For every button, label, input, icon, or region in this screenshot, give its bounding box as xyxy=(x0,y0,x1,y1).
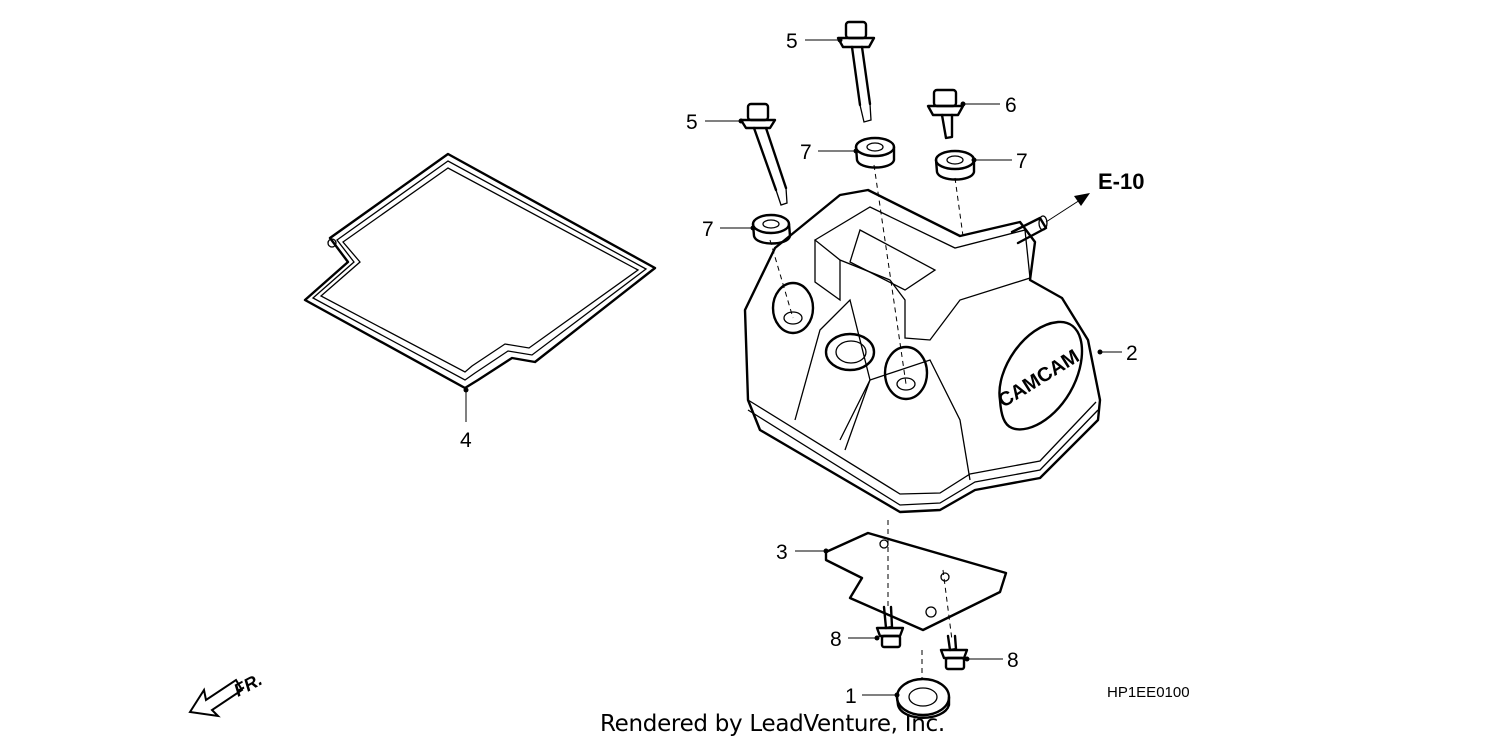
callout-8b: 8 xyxy=(964,649,1019,672)
reference-e10[interactable]: E-10 xyxy=(1045,169,1144,223)
render-credit: Rendered by LeadVenture, Inc. xyxy=(600,711,945,737)
svg-text:FR.: FR. xyxy=(230,669,265,700)
front-arrow-icon xyxy=(188,678,244,718)
bracket-plate[interactable] xyxy=(824,531,1008,632)
svg-text:7: 7 xyxy=(800,141,812,164)
rubber-washer-left[interactable] xyxy=(751,213,792,245)
reference-arrow-icon xyxy=(1074,193,1090,206)
callout-1: 1 xyxy=(845,685,900,708)
callout-5a: 5 xyxy=(686,111,744,134)
long-bolt-center[interactable] xyxy=(836,20,876,123)
small-bolt-left[interactable] xyxy=(875,605,905,649)
svg-text:E-10: E-10 xyxy=(1098,169,1144,194)
svg-text:7: 7 xyxy=(702,218,714,241)
svg-text:1: 1 xyxy=(845,685,857,708)
cylinder-head-cover[interactable]: CAMCAM xyxy=(743,188,1102,514)
callout-6: 6 xyxy=(960,94,1017,117)
svg-text:5: 5 xyxy=(686,111,698,134)
callout-8a: 8 xyxy=(830,628,880,651)
svg-text:8: 8 xyxy=(830,628,842,651)
logo-text: CAMCAM xyxy=(994,345,1083,412)
svg-text:6: 6 xyxy=(1005,94,1017,117)
diagram-code: HP1EE0100 xyxy=(1107,684,1190,701)
small-bolt-right[interactable] xyxy=(939,634,969,671)
rubber-washer-right[interactable] xyxy=(934,149,976,181)
short-bolt[interactable] xyxy=(926,88,965,140)
svg-text:8: 8 xyxy=(1007,649,1019,672)
callout-7c: 7 xyxy=(971,150,1028,173)
svg-text:2: 2 xyxy=(1126,342,1138,365)
svg-text:5: 5 xyxy=(786,30,798,53)
rubber-washer-center[interactable] xyxy=(854,136,896,169)
callout-7a: 7 xyxy=(702,218,756,241)
callout-3: 3 xyxy=(776,541,829,564)
front-direction-indicator: FR. xyxy=(188,669,265,718)
callout-4: 4 xyxy=(460,387,472,452)
svg-text:3: 3 xyxy=(776,541,788,564)
callout-7b: 7 xyxy=(800,141,859,164)
alignment-lines xyxy=(769,164,964,680)
callout-5b: 5 xyxy=(786,30,843,53)
svg-text:4: 4 xyxy=(460,429,472,452)
long-bolt-left[interactable] xyxy=(739,102,788,206)
cover-gasket[interactable] xyxy=(303,152,657,390)
svg-text:7: 7 xyxy=(1016,150,1028,173)
callout-2: 2 xyxy=(1097,342,1138,365)
